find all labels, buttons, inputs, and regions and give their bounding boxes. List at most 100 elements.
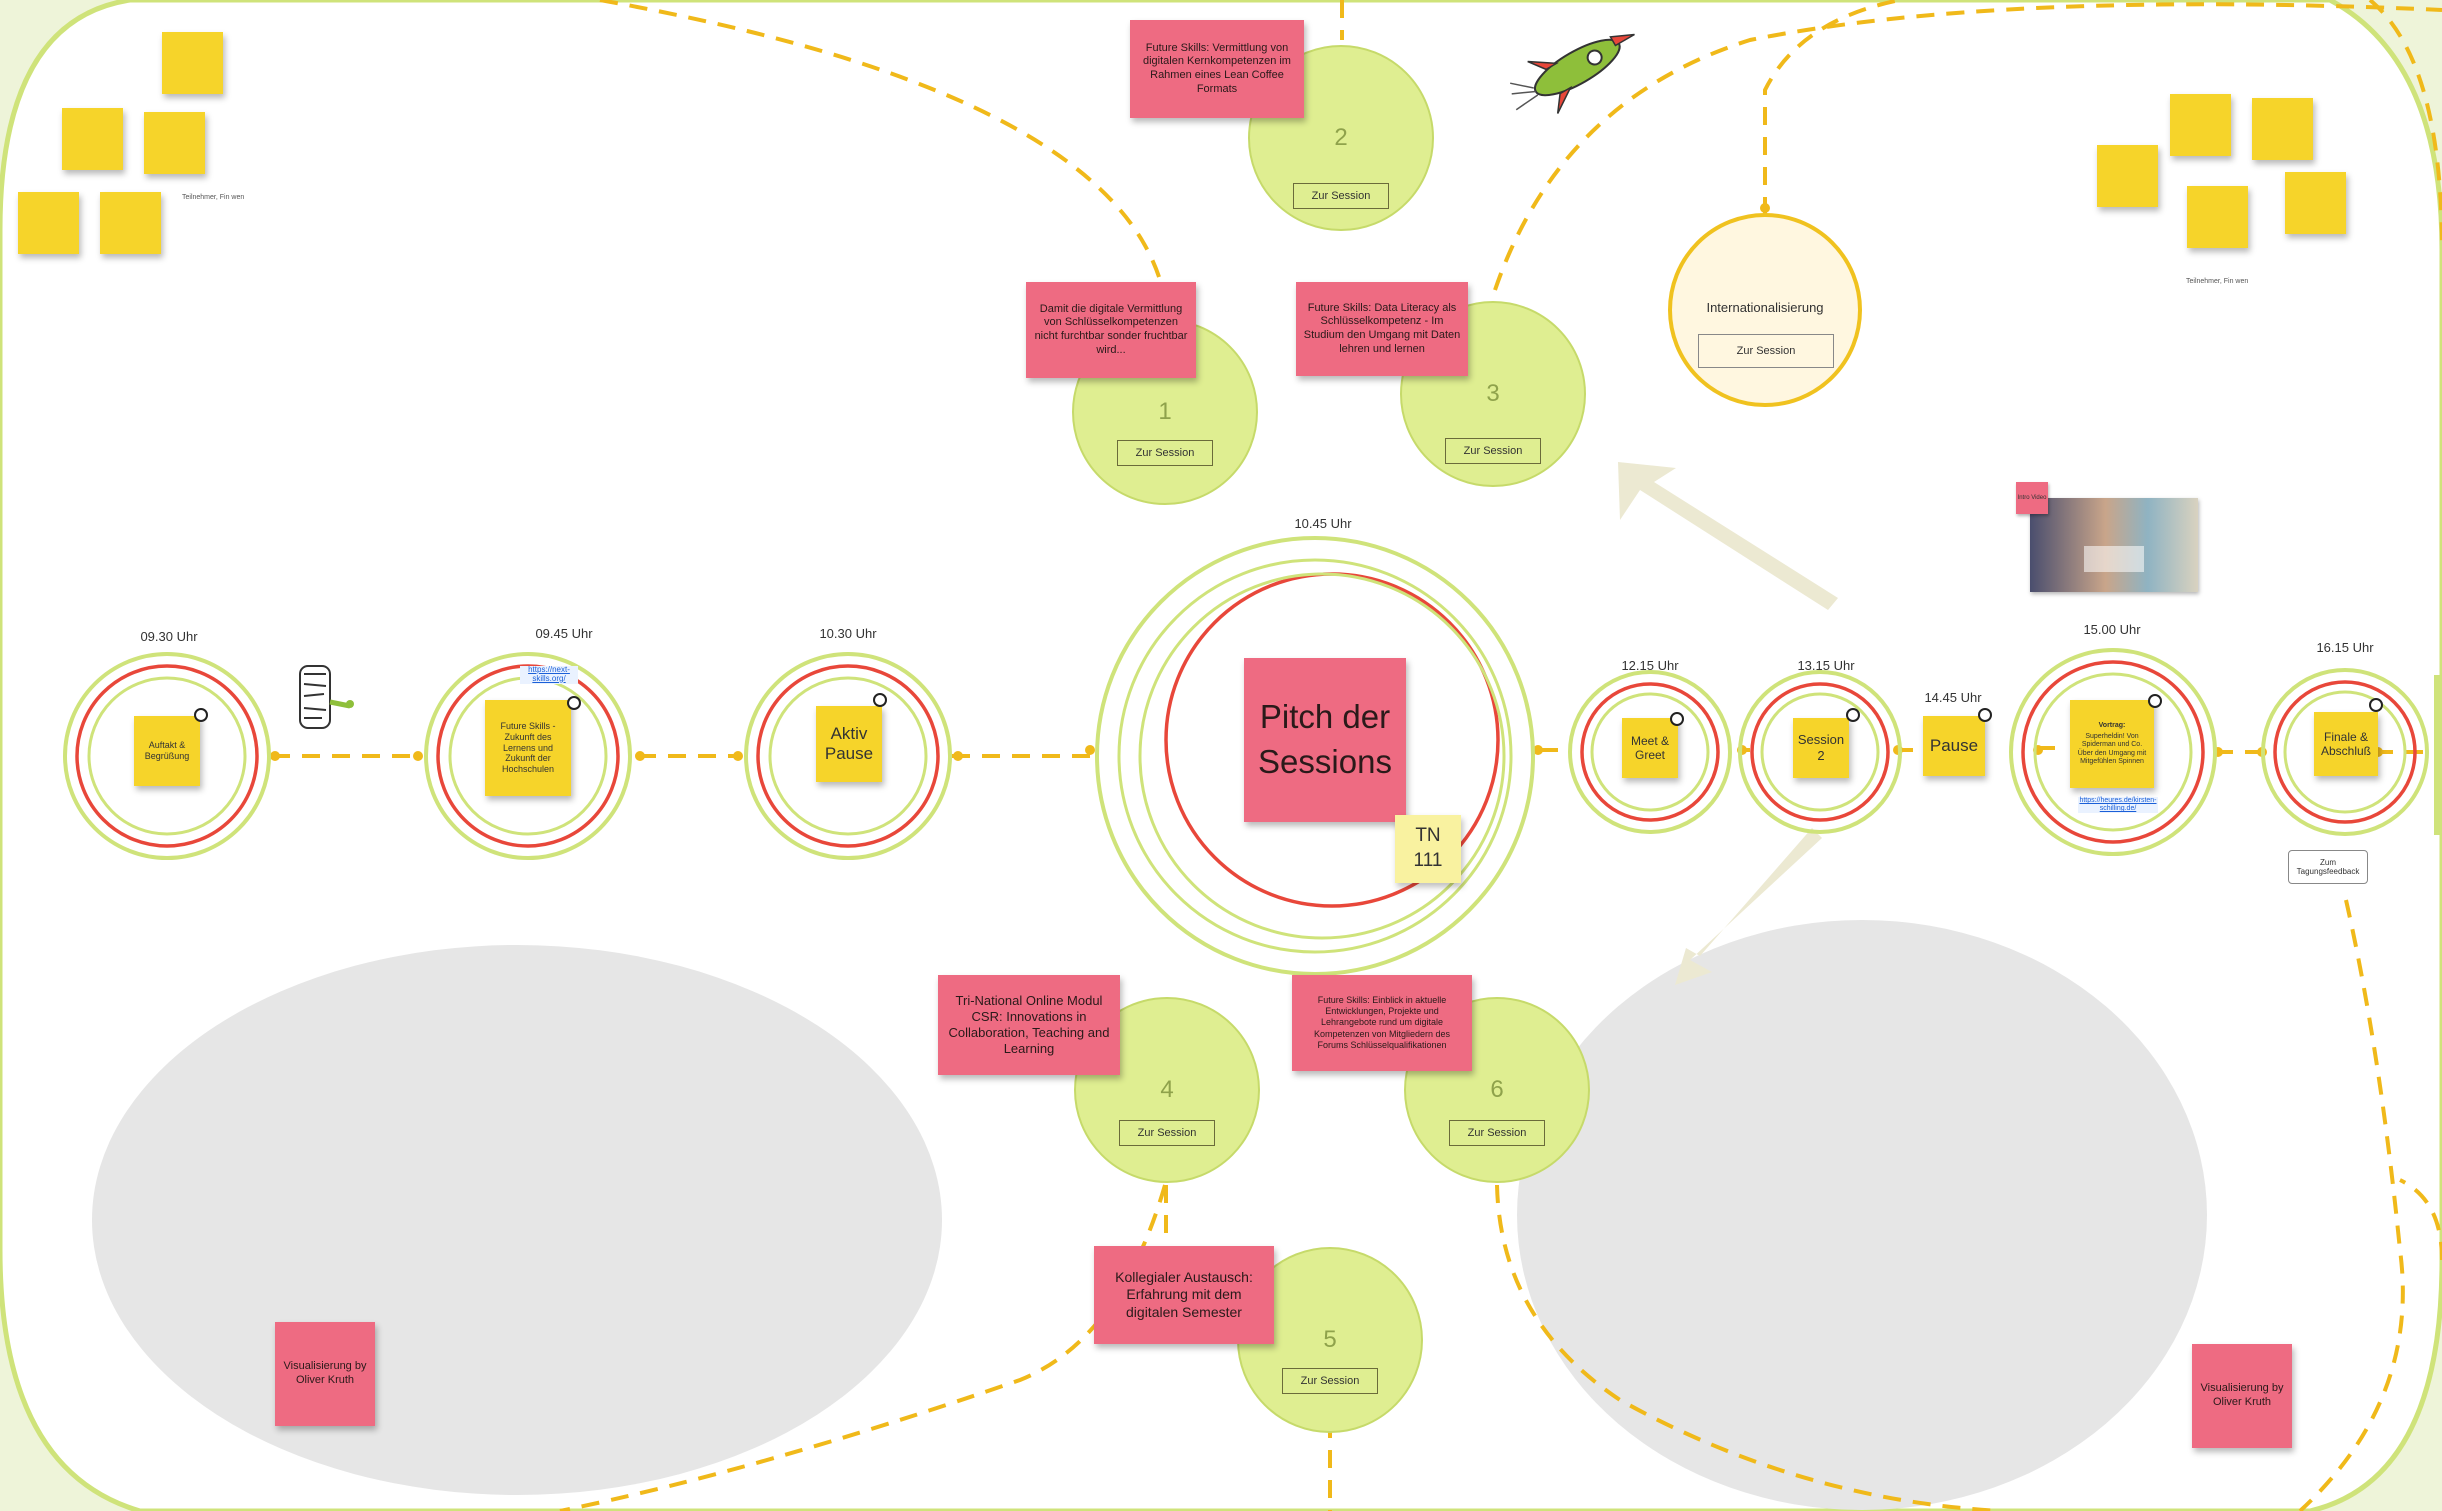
video-tag-sticky[interactable]: Intro Video <box>2016 482 2048 514</box>
internationalisierung-title: Internationalisierung <box>1706 300 1824 315</box>
small-note-label: Teilnehmer, Fin wen <box>182 194 245 201</box>
pitch-sticky[interactable]: Pitch der Sessions <box>1244 658 1406 822</box>
location-pin-icon <box>1670 712 1684 726</box>
auftakt-sticky[interactable]: Auftakt & Begrüßung <box>134 716 200 786</box>
visualisierung-note-right[interactable]: Visualisierung by Oliver Kruth <box>2192 1344 2292 1448</box>
session-4-button[interactable]: Zur Session <box>1119 1120 1215 1146</box>
vortrag-link[interactable]: https://heures.de/kirsten-schilling.de/ <box>2078 797 2158 814</box>
video-thumbnail[interactable] <box>2030 498 2198 592</box>
meet-greet-sticky[interactable]: Meet & Greet <box>1622 718 1678 778</box>
session-1-button-label: Zur Session <box>1135 447 1195 459</box>
sticky-note[interactable] <box>100 192 161 254</box>
visualisierung-right-text: Visualisierung by Oliver Kruth <box>2200 1382 2284 1408</box>
session-1-button[interactable]: Zur Session <box>1117 440 1213 466</box>
session2-sticky[interactable]: Session 2 <box>1793 718 1849 778</box>
session-5-note-text: Kollegialer Austausch: Erfahrung mit dem… <box>1115 1268 1253 1320</box>
location-pin-icon <box>2369 698 2383 712</box>
future-skills-link[interactable]: https://next-skills.org/ <box>520 665 578 684</box>
session-4-button-label: Zur Session <box>1137 1127 1197 1139</box>
time-label: 10.30 Uhr <box>819 626 877 641</box>
time-label: 16.15 Uhr <box>2316 640 2374 655</box>
session-5-button[interactable]: Zur Session <box>1282 1368 1378 1394</box>
aktiv-pause-label: Aktiv Pause <box>824 723 874 763</box>
session-3-note[interactable]: Future Skills: Data Literacy als Schlüss… <box>1296 282 1468 376</box>
grey-oval-left <box>92 945 942 1495</box>
sketch-figure-icon <box>299 665 354 729</box>
dash-curve-right-bottom <box>2399 1178 2442 1261</box>
sticky-note[interactable] <box>2097 145 2158 207</box>
feedback-label: Zum Tagungsfeedback <box>2296 857 2360 876</box>
sticky-note[interactable] <box>2187 186 2248 248</box>
session-3-number: 3 <box>1486 380 1500 407</box>
session-2-number: 2 <box>1334 124 1348 151</box>
dash-curve-top-left <box>599 0 1162 281</box>
session-6-note[interactable]: Future Skills: Einblick in aktuelle Entw… <box>1292 975 1472 1071</box>
visualisierung-note-left[interactable]: Visualisierung by Oliver Kruth <box>275 1322 375 1426</box>
session-6-button[interactable]: Zur Session <box>1449 1120 1545 1146</box>
time-label: 14.45 Uhr <box>1924 690 1982 705</box>
pause-label: Pause <box>1929 735 1979 755</box>
time-label: 09.45 Uhr <box>535 626 593 641</box>
video-thumbnail-text-bar <box>2084 546 2144 572</box>
future-skills-sticky[interactable]: Future Skills - Zukunft des Lernens und … <box>485 700 571 796</box>
time-label: 10.45 Uhr <box>1294 516 1352 531</box>
location-pin-icon <box>194 708 208 722</box>
time-label: 15.00 Uhr <box>2083 622 2141 637</box>
sticky-note[interactable] <box>2170 94 2231 156</box>
session-3-button[interactable]: Zur Session <box>1445 438 1541 464</box>
session-2-note-text: Future Skills: Vermittlung von digitalen… <box>1143 41 1291 95</box>
session-1-note-text: Damit die digitale Vermittlung von Schlü… <box>1034 302 1188 356</box>
sticky-note[interactable] <box>162 32 223 94</box>
location-pin-icon <box>2148 694 2162 708</box>
session2-label: Session 2 <box>1797 732 1845 763</box>
rocket-icon <box>1510 33 1635 114</box>
session-5-button-label: Zur Session <box>1300 1375 1360 1387</box>
aktiv-pause-sticky[interactable]: Aktiv Pause <box>816 706 882 782</box>
visualisierung-left-text: Visualisierung by Oliver Kruth <box>283 1360 367 1386</box>
finale-sticky[interactable]: Finale & Abschluß <box>2314 712 2378 776</box>
time-label: 13.15 Uhr <box>1797 658 1855 673</box>
location-pin-icon <box>1846 708 1860 722</box>
session-4-note-text: Tri-National Online Modul CSR: Innovatio… <box>948 992 1110 1057</box>
time-label: 09.30 Uhr <box>140 629 198 644</box>
location-pin-icon <box>873 693 887 707</box>
finale-label: Finale & Abschluß <box>2320 729 2372 758</box>
location-pin-icon <box>1978 708 1992 722</box>
sticky-note[interactable] <box>2285 172 2346 234</box>
session-3-button-label: Zur Session <box>1463 445 1523 457</box>
session-5-number: 5 <box>1323 1326 1337 1353</box>
video-tag-label: Intro Video <box>2017 495 2047 501</box>
dash-curve-bottom-right <box>1495 1184 2001 1511</box>
sticky-note[interactable] <box>18 192 79 254</box>
vortrag-sticky[interactable]: Vortrag: Superheldin! Von Spiderman und … <box>2070 700 2154 788</box>
tn-count-label: TN 111 <box>1413 825 1443 871</box>
session-1-note[interactable]: Damit die digitale Vermittlung von Schlü… <box>1026 282 1196 378</box>
grey-oval-right <box>1517 920 2207 1510</box>
session-1-number: 1 <box>1158 398 1172 425</box>
dash-curve-top-right-2 <box>1763 0 1901 215</box>
internationalisierung-button-label: Zur Session <box>1736 345 1796 357</box>
session-6-number: 6 <box>1490 1076 1504 1103</box>
session-2-button[interactable]: Zur Session <box>1293 183 1389 209</box>
tn-count-sticky[interactable]: TN 111 <box>1395 815 1461 883</box>
session-2-button-label: Zur Session <box>1311 190 1371 202</box>
sticky-note[interactable] <box>144 112 205 174</box>
auftakt-label: Auftakt & Begrüßung <box>144 740 190 761</box>
sticky-note[interactable] <box>2252 98 2313 160</box>
session-5-note[interactable]: Kollegialer Austausch: Erfahrung mit dem… <box>1094 1246 1274 1344</box>
dash-curve-top-right <box>1493 2 2442 291</box>
big-arrow-icon <box>1618 462 1838 985</box>
session-4-number: 4 <box>1160 1076 1174 1103</box>
session-4-note[interactable]: Tri-National Online Modul CSR: Innovatio… <box>938 975 1120 1075</box>
feedback-button[interactable]: Zum Tagungsfeedback <box>2288 850 2368 884</box>
session-2-note[interactable]: Future Skills: Vermittlung von digitalen… <box>1130 20 1304 118</box>
pause-sticky[interactable]: Pause <box>1923 716 1985 776</box>
internationalisierung-circle <box>1668 213 1862 407</box>
vortrag-body: Superheldin! Von Spiderman und Co. Über … <box>2077 732 2147 766</box>
sticky-note[interactable] <box>62 108 123 170</box>
internationalisierung-button[interactable]: Zur Session <box>1698 334 1834 368</box>
time-label: 12.15 Uhr <box>1621 658 1679 673</box>
pitch-label: Pitch der Sessions <box>1258 698 1392 780</box>
